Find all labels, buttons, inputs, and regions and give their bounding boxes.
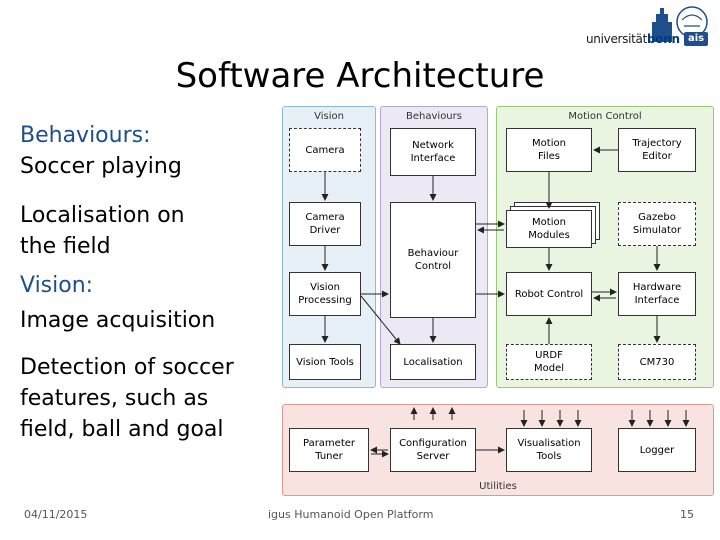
gazebo-simulator-box: Gazebo Simulator [618,202,696,246]
logo-wordmark: universitätbonn [586,32,680,46]
body-line: features, such as [20,386,209,411]
hardware-interface-box: Hardware Interface [618,272,696,316]
parameter-tuner-box: Parameter Tuner [289,428,369,472]
university-logo: universitätbonn ais [586,4,716,48]
vision-tools-box: Vision Tools [289,344,361,380]
body-line: the field [20,234,111,259]
page-number: 15 [680,508,694,521]
behaviours-panel-label: Behaviours [406,111,462,122]
slide-title: Software Architecture [175,56,545,96]
network-interface-box: Network Interface [390,128,476,176]
visualisation-tools-box: Visualisation Tools [506,428,592,472]
body-line: field, ball and goal [20,417,224,442]
left-text-block: Behaviours: Soccer playing Localisation … [20,120,234,445]
bonn-crest-icon [644,6,708,46]
localisation-box: Localisation [390,344,476,380]
body-line: Detection of soccer [20,355,234,380]
cm730-box: CM730 [618,344,696,380]
motion-modules-box: Motion Modules [506,210,592,248]
trajectory-editor-box: Trajectory Editor [618,128,696,172]
behaviours-heading: Behaviours: [20,123,151,148]
robot-control-box: Robot Control [506,272,592,316]
spacer [20,262,234,270]
motion-control-panel-label: Motion Control [568,111,642,122]
footer-date: 04/11/2015 [24,508,88,521]
urdf-model-box: URDF Model [506,344,592,380]
vision-panel-label: Vision [314,111,344,122]
camera-driver-box: Camera Driver [289,202,361,246]
motion-files-box: Motion Files [506,128,592,172]
ais-badge: ais [688,33,705,44]
architecture-diagram: Vision Behaviours Motion Control Utiliti… [276,104,718,496]
spacer [20,336,234,352]
vision-heading: Vision: [20,273,94,298]
camera-box: Camera [289,128,361,172]
footer-title: igus Humanoid Open Platform [268,508,434,521]
vision-processing-box: Vision Processing [289,272,361,316]
behaviour-control-box: Behaviour Control [390,202,476,318]
logger-box: Logger [618,428,696,472]
utilities-panel-label: Utilities [479,481,517,492]
configuration-server-box: Configuration Server [390,428,476,472]
body-line: Soccer playing [20,154,182,179]
diagram-arrows [321,146,690,458]
body-line: Localisation on [20,203,185,228]
spacer [20,182,234,200]
body-line: Image acquisition [20,308,216,333]
